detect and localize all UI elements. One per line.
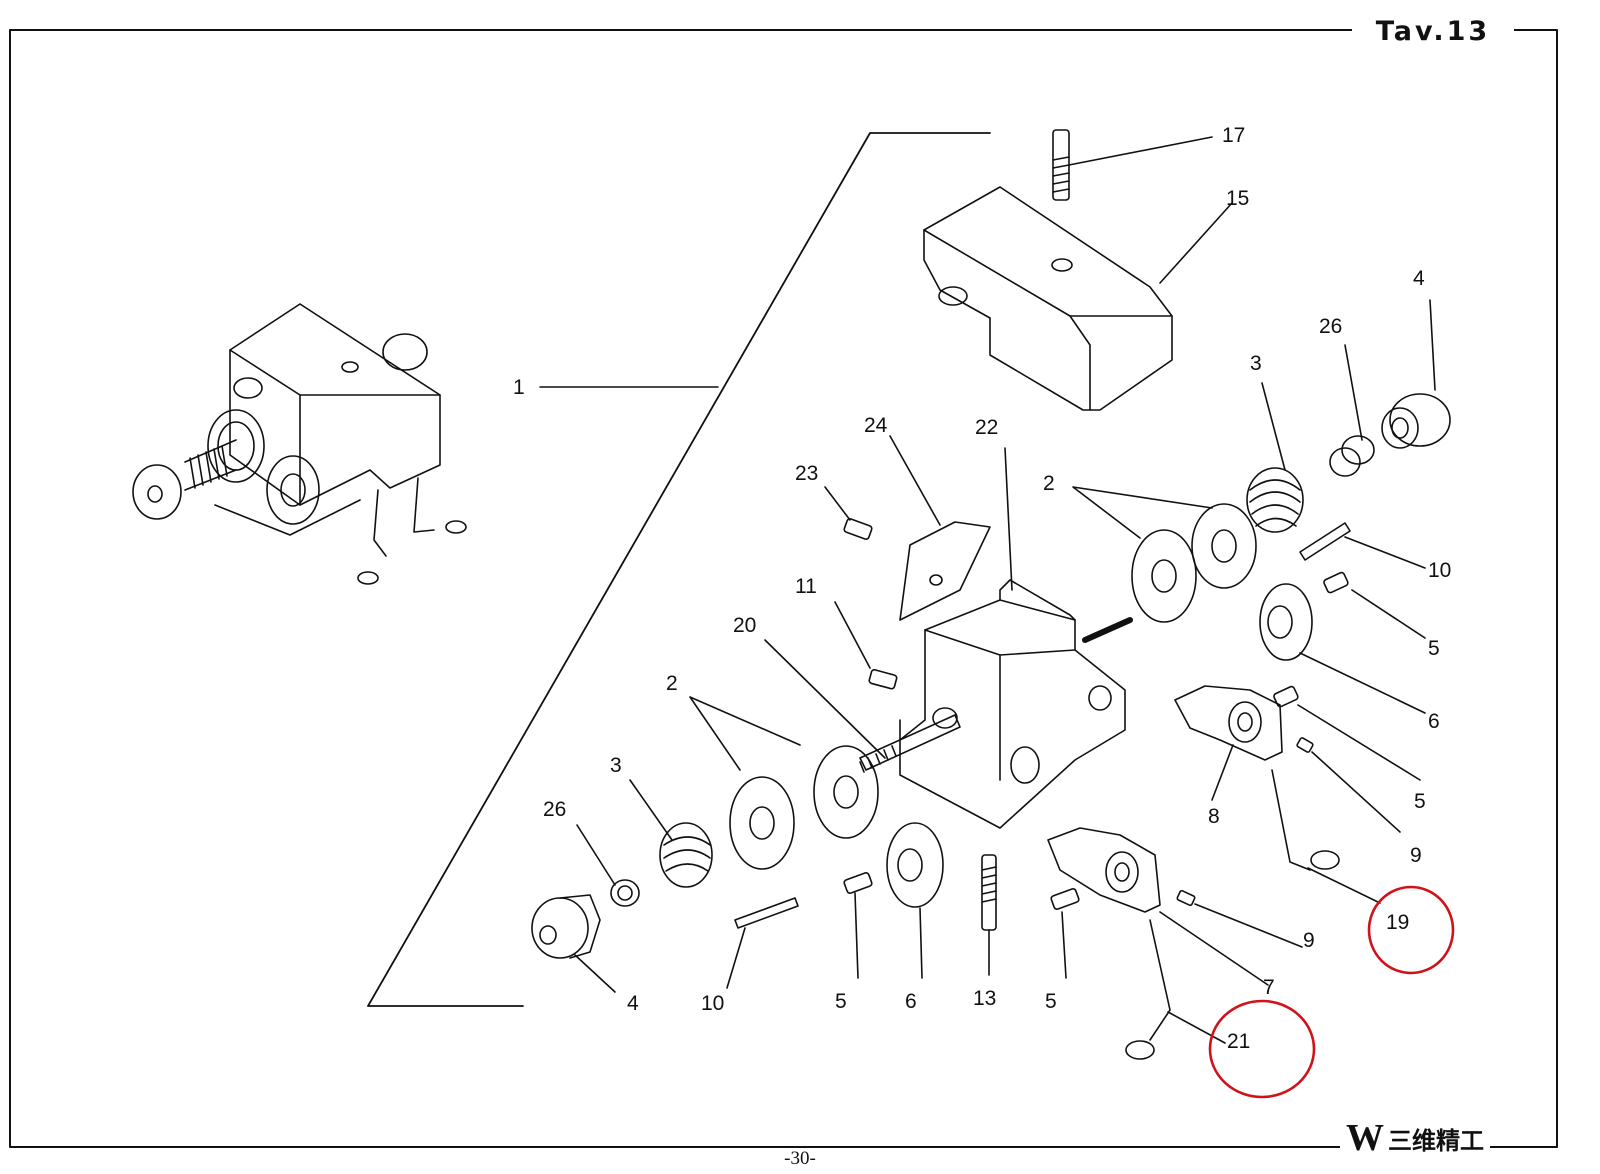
callout-9: 9 [1303,929,1315,952]
part-base-22 [899,447,1133,829]
part-discs-2-right [1072,486,1257,623]
callout-22: 22 [975,416,998,439]
callout-7: 7 [1263,976,1275,999]
callout-3: 3 [1250,352,1262,375]
callout-11: 11 [795,575,817,598]
callout-3: 3 [610,754,622,777]
brand-mark: W [1346,1117,1384,1159]
part-discs-2-left [689,696,879,870]
callout-21: 21 [1227,1030,1250,1053]
callout-19: 19 [1386,911,1409,934]
callout-24: 24 [864,414,888,437]
callout-23: 23 [795,462,818,485]
part-plate-24 [889,435,991,621]
part-screw-11 [834,601,898,690]
part-pin-10-right [1299,522,1426,569]
assembly-bracket [367,132,991,1007]
part-lever-7 [1047,827,1269,986]
part-wheel-6-right [1259,583,1426,714]
part-screw-23 [824,486,873,540]
part-screw-13 [981,854,997,976]
page-number: -30- [784,1148,816,1169]
part-screw-5-left-a [843,872,873,979]
part-screw-5-right-b [1273,685,1421,781]
brand-logo: W 三维精工 [1340,1117,1490,1159]
callout-2: 2 [1043,472,1055,495]
callout-20: 20 [733,614,756,637]
callout-5: 5 [1045,990,1057,1013]
assembled-tensioner-unit [132,303,467,585]
callout-10: 10 [701,992,724,1015]
part-spring-wire-19 [1271,769,1381,904]
highlight-circle-21 [1208,999,1316,1099]
part-bushing-26-left [576,824,640,907]
callout-1: 1 [513,376,525,399]
callout-6: 6 [1428,710,1440,733]
part-screw-5-right-a [1323,571,1426,639]
callout-26: 26 [1319,315,1342,338]
callout-2: 2 [666,672,678,695]
callout-5: 5 [1414,790,1426,813]
part-spring-3-right [1246,382,1304,533]
callout-9: 9 [1410,844,1422,867]
part-setscrew-9-left [1176,889,1303,948]
callout-17: 17 [1222,124,1245,147]
part-wheel-6-left [886,822,944,979]
part-setscrew-9-right [1296,737,1401,833]
callout-15: 15 [1226,187,1249,210]
part-cap-4-right [1381,299,1451,449]
part-cap-4-left [531,894,616,993]
brand-text: 三维精工 [1388,1126,1484,1155]
part-lever-8 [1174,685,1283,801]
part-screw-17 [1052,129,1213,201]
callout-26: 26 [543,798,566,821]
callout-13: 13 [973,987,996,1010]
callout-4: 4 [627,992,639,1015]
callout-5: 5 [1428,637,1440,660]
part-spring-wire-21 [1125,919,1226,1060]
part-pin-10-left [726,897,799,989]
part-spring-3-left [629,779,713,888]
callout-4: 4 [1413,267,1425,290]
callout-8: 8 [1208,805,1220,828]
table-title: Tav.13 [1352,12,1514,52]
callout-6: 6 [905,990,917,1013]
highlight-circle-19 [1367,885,1455,975]
part-cover-15 [923,186,1233,411]
part-bushing-26-right [1329,344,1375,477]
callout-10: 10 [1428,559,1451,582]
part-screw-5-left-b [1050,888,1080,979]
page-border [9,29,1558,1148]
callout-5: 5 [835,990,847,1013]
